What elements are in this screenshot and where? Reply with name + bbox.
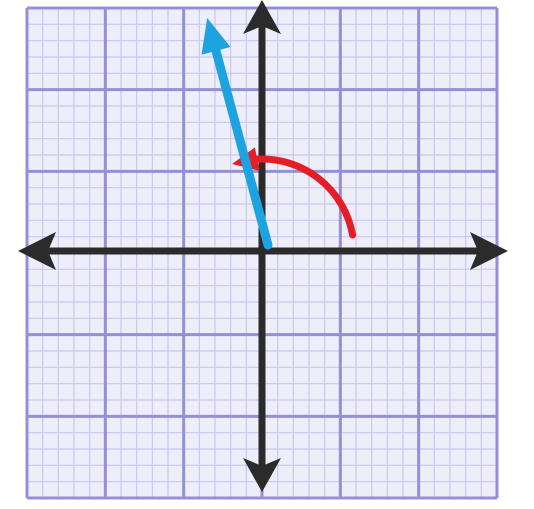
y-axis-bottom-arrowhead — [243, 458, 281, 492]
vector-arrowhead — [201, 18, 231, 55]
vector-shaft — [209, 38, 273, 250]
angle-arc-curve — [250, 155, 357, 239]
x-axis — [18, 232, 508, 270]
y-axis-top-arrowhead — [243, 0, 281, 34]
y-axis — [243, 0, 281, 492]
vector — [201, 18, 273, 250]
x-axis-right-arrowhead — [470, 232, 508, 270]
x-axis-left-arrowhead — [18, 232, 56, 270]
